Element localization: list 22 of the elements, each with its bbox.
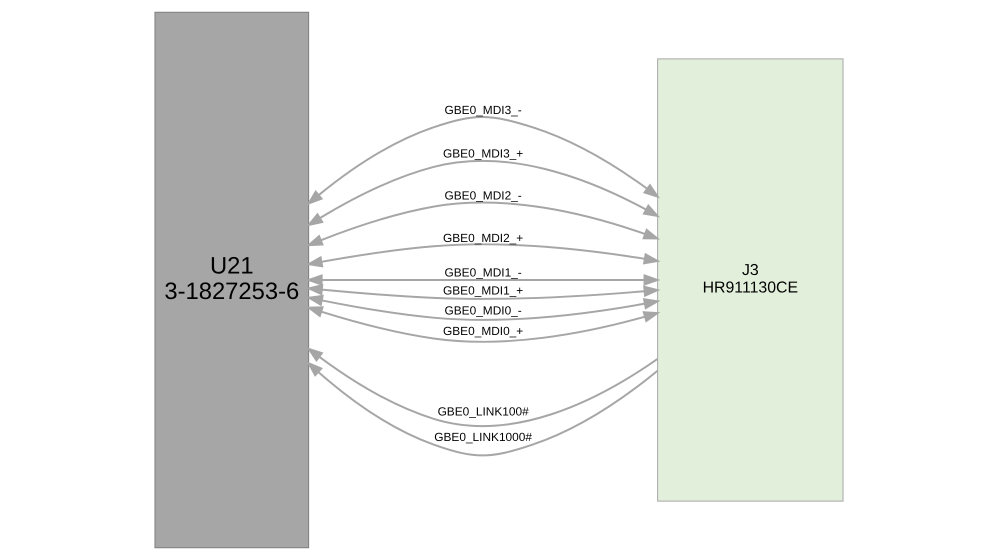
arrow <box>306 347 658 427</box>
arrow <box>305 274 660 286</box>
arrow <box>306 306 660 343</box>
arrow <box>306 160 660 226</box>
edge-label: GBE0_MDI0_+ <box>442 324 523 338</box>
edge-label: GBE0_MDI0_- <box>444 303 522 318</box>
arrow <box>305 202 660 246</box>
edge-label: GBE0_LINK1000# <box>434 430 532 444</box>
node-box: J3 HR911130CE <box>656 58 844 502</box>
arrow <box>306 361 658 456</box>
edge-label: GBE0_MDI1_+ <box>442 283 523 298</box>
arrow <box>305 243 660 268</box>
edge-label: GBE0_MDI2_+ <box>442 230 523 245</box>
arrow <box>305 284 660 300</box>
edge-label: GBE0_LINK100# <box>437 404 528 418</box>
node-box: U21 3-1827253-6 <box>154 12 309 548</box>
edge-label: GBE0_MDI3_+ <box>442 146 523 161</box>
edge-label: GBE0_MDI3_- <box>444 103 522 118</box>
edge-label: GBE0_MDI2_- <box>444 188 522 202</box>
edge-label: GBE0_MDI1_- <box>444 266 522 280</box>
arrow <box>306 294 660 321</box>
arrow <box>306 116 660 206</box>
